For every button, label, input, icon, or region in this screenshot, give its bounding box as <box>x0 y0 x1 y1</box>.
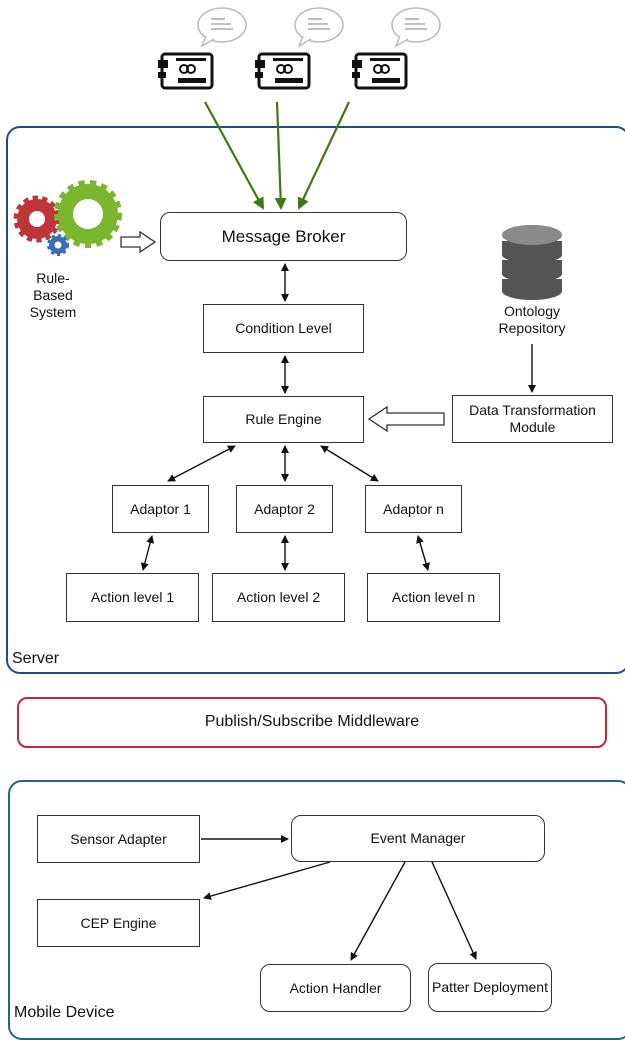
speech-bubble-icon <box>391 7 441 48</box>
sensor-1 <box>158 7 247 90</box>
sensor-board-icon <box>255 52 311 90</box>
sensor-2 <box>255 7 344 90</box>
hollow-arrow <box>120 230 157 254</box>
action-level-box: Action level n <box>367 573 500 622</box>
adaptor-box: Adaptor n <box>365 485 462 533</box>
condition-level-box: Condition Level <box>203 304 364 353</box>
middleware-bar <box>17 697 607 748</box>
rule-based-system-label: Rule-Based System <box>29 270 77 320</box>
adaptor-box: Adaptor 2 <box>236 485 333 533</box>
cep-engine-box: CEP Engine <box>37 899 200 947</box>
sensor-adapter-box: Sensor Adapter <box>37 815 200 863</box>
action-level-box: Action level 2 <box>212 573 345 622</box>
sensor-arrow <box>297 101 350 210</box>
speech-bubble-icon <box>197 7 247 48</box>
data-transformation-box: Data Transformation Module <box>452 395 613 443</box>
sensor-arrow <box>204 101 264 210</box>
hollow-arrow <box>367 405 445 433</box>
message-broker-box: Message Broker <box>160 212 407 261</box>
action-handler-box: Action Handler <box>260 964 411 1012</box>
action-level-box: Action level 1 <box>66 573 199 622</box>
adaptor-box: Adaptor 1 <box>112 485 209 533</box>
mobile-label: Mobile Device <box>14 1004 115 1021</box>
sensor-board-icon <box>352 52 408 90</box>
database-icon <box>502 225 562 300</box>
server-container <box>6 126 625 674</box>
middleware-label: Publish/Subscribe Middleware <box>204 713 420 730</box>
event-manager-box: Event Manager <box>291 815 545 862</box>
sensor-arrow <box>274 101 287 210</box>
sensor-board-icon <box>158 52 214 90</box>
server-label: Server <box>12 650 60 667</box>
pattern-deployment-box: Patter Deployment <box>428 963 552 1012</box>
rule-engine-box: Rule Engine <box>203 396 364 443</box>
sensor-icons <box>158 7 441 90</box>
ontology-repository-label: Ontology Repository <box>498 303 566 336</box>
speech-bubble-icon <box>294 7 344 48</box>
gears-icon <box>13 180 122 256</box>
sensor-3 <box>352 7 441 90</box>
